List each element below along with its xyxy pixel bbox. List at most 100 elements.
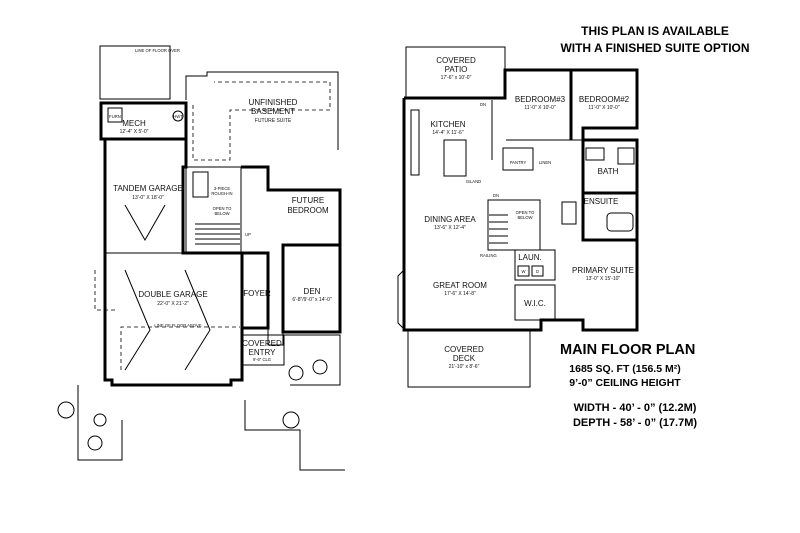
covered-entry-outline [241,334,285,366]
double-garage-name: DOUBLE GARAGE [138,290,207,299]
garage-car-2 [184,269,211,371]
island-label: ISLAND [466,179,481,184]
dining-dim: 13'-6" X 12'-4" [434,225,466,231]
kitchen-island [443,139,467,177]
pantry-room [502,147,534,171]
basement-outline [185,71,339,150]
shrub-icon [93,413,107,427]
bay-window [397,269,405,330]
bedroom3-name: BEDROOM#3 [515,95,566,104]
ensuite-shower [561,201,577,225]
stair-bath-area [185,166,242,254]
kitchen-name: KITCHEN [430,120,465,129]
mech-room-dim: 12'-4" X 5'-0" [120,129,149,135]
plan-title: MAIN FLOOR PLAN [560,342,696,358]
plan-area: 1685 SQ. FT (156.5 M²) [569,363,681,375]
plan-width: WIDTH - 40’ - 0” (12.2M) [573,402,697,414]
main-floor-exterior-walls [402,68,639,332]
shrub-icon [312,359,328,375]
rough-in-line1: 3-PIECE [214,186,230,191]
bedroom2-name: BEDROOM#2 [579,95,630,104]
railing-label: RAILING [480,253,497,258]
covered-entry-line1: COVERED [242,339,282,348]
ensuite-tub [606,212,634,232]
primary-suite-name: PRIMARY SUITE [572,266,634,275]
pantry-label: PANTRY [510,160,527,165]
site-line-left [77,385,123,461]
lower-stair-up-label: UP [245,232,251,237]
washer-symbol [517,265,530,277]
furnace-label: FURN [109,114,121,119]
washer-label: W [522,269,526,274]
shrub-icon [87,435,103,451]
tandem-garage-dim: 13'-0" X 18'-0" [132,195,164,201]
den-name: DEN [304,287,321,296]
kitchen-counter [410,109,420,176]
tandem-garage-car [124,204,166,242]
main-stair-dn-label: DN [493,193,499,198]
main-open-to-below-line2: BELOW [517,215,532,220]
bedroom2-dim: 11'-0" X 10'-0" [588,105,619,111]
basement-future-suite-outline [192,81,331,161]
covered-patio-line2: PATIO [445,65,468,74]
covered-deck-dim: 21'-10" x 8'-6" [449,364,480,370]
floor-over-outline [99,45,171,100]
basement-name-line1: UNFINISHED [249,98,298,107]
line-of-floor-above [120,326,240,370]
ensuite-label: ENSUITE [584,197,619,206]
hot-water-tank-symbol [172,110,184,122]
covered-patio-line1: COVERED [436,56,476,65]
foyer-walls [242,251,270,330]
lower-floor-plan: LINE OF FLOOR OVER FURN HWT MECH 12'-4" … [57,45,345,471]
wic-label: W.I.C. [524,299,546,308]
dryer-label: D [536,269,539,274]
line-of-floor-above-label: LINE OF FLOOR ABOVE [154,323,201,328]
dryer-symbol [531,265,544,277]
line-of-floor-over-label: LINE OF FLOOR OVER [135,48,180,53]
tandem-garage-name: TANDEM GARAGE [113,184,183,193]
primary-suite-wall [581,140,637,242]
covered-deck-line1: COVERED [444,345,484,354]
laundry-label: LAUN. [518,253,542,262]
main-stair-treads [489,214,508,244]
future-bedroom-line2: BEDROOM [287,206,329,215]
primary-suite-dim: 13'-0" X 15'-10" [586,276,621,282]
main-floor-plan: COVERED PATIO 17'-6" x 10'-0" DN BEDROOM… [397,46,639,388]
plan-ceiling: 9’-0” CEILING HEIGHT [569,377,681,389]
double-garage-dim: 22'-0" X 21'-2" [157,301,189,307]
dining-name: DINING AREA [424,215,476,224]
covered-deck-outline [407,330,531,388]
lower-open-to-below-line2: BELOW [214,211,229,216]
mech-room-name: MECH [122,119,146,128]
future-bedroom-line1: FUTURE [292,196,324,205]
garage-car-1 [124,269,151,371]
hwt-label: HWT [173,114,183,119]
lower-open-to-below-line1: OPEN TO [213,206,232,211]
main-open-to-below-line1: OPEN TO [516,210,535,215]
laundry-room [514,249,556,281]
garage-walls [103,137,244,387]
basement-name-line2: BASEMENT [251,107,295,116]
basement-note: FUTURE SUITE [255,118,292,124]
entry-vestibule [267,328,284,346]
lower-stair-treads [195,223,240,245]
furnace-symbol [107,107,123,123]
great-room-name: GREAT ROOM [433,281,487,290]
bath-vanity [585,147,605,161]
patio-stair-dn-label: DN [480,102,486,107]
plan-depth: DEPTH - 58’ - 0” (17.7M) [572,417,698,429]
shrub-icon [57,401,75,419]
den-dim: 6'-8"/9'-0" x 14'-0" [292,297,332,303]
rough-in-line2: ROUGH-IN [211,191,232,196]
shrub-icon [288,365,304,381]
walk-in-closet [514,284,556,321]
rough-in-fixture [192,171,209,198]
great-room-dim: 17'-6" X 14'-8" [444,291,476,297]
bath-tub [617,147,635,165]
covered-deck-line2: DECK [453,354,476,363]
covered-entry-note: 9'-6" CLG [253,357,271,362]
main-stair-well [487,199,541,251]
bath-label: BATH [598,167,619,176]
den-walls [281,243,342,334]
